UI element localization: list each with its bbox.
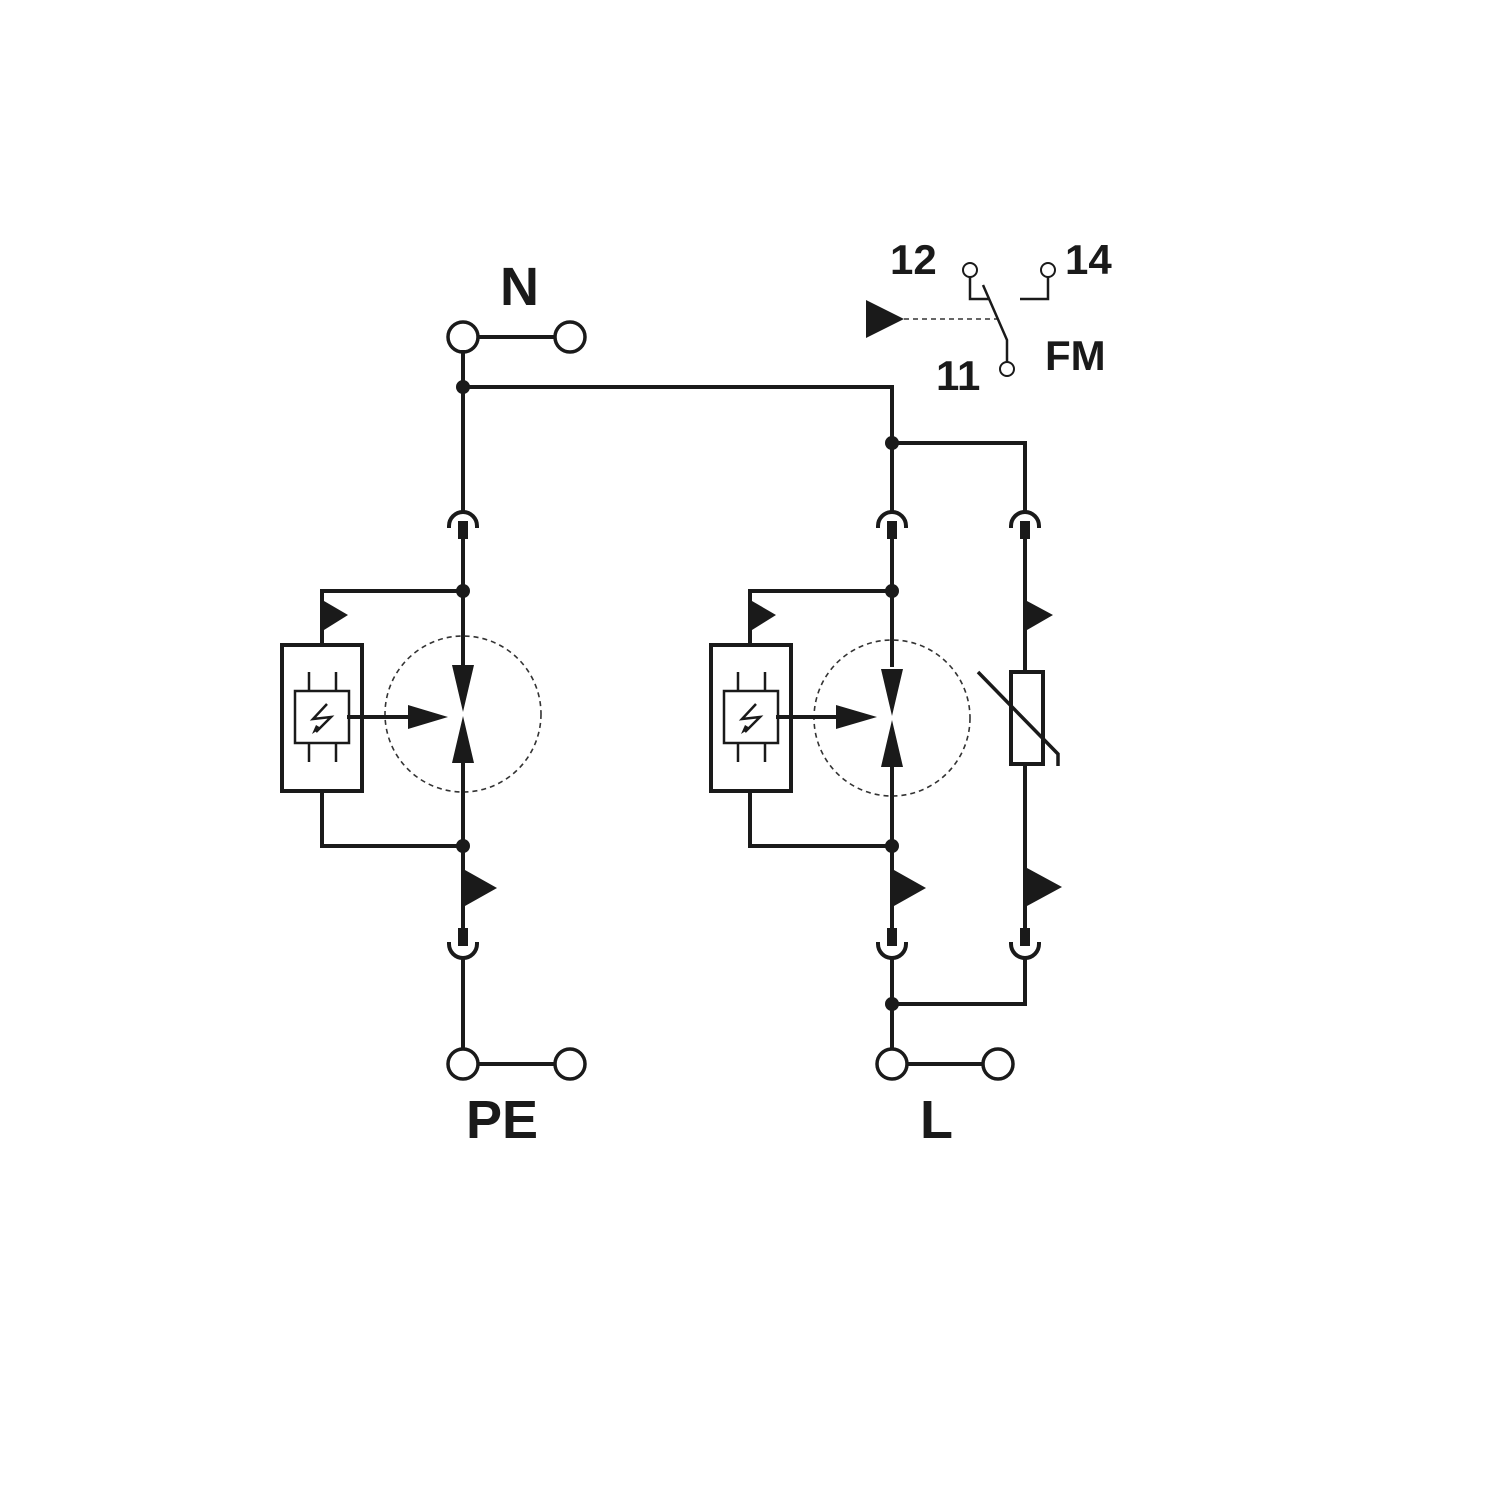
terminal-pe xyxy=(446,1047,587,1081)
spark-gap-left xyxy=(384,635,542,793)
trigger-loop-bottom-right xyxy=(748,789,894,848)
terminal-label-l: L xyxy=(920,1090,953,1150)
flag-varistor-bottom xyxy=(1027,868,1062,906)
flag-right-bottom xyxy=(894,870,926,906)
right-protection-module xyxy=(709,441,971,1051)
terminal-n-right xyxy=(553,320,587,354)
actuator-arrow xyxy=(866,300,904,338)
trigger-loop-top-left xyxy=(320,589,465,647)
contact-label-fm: FM xyxy=(1045,332,1106,379)
varistor-branch xyxy=(890,510,1062,1006)
spark-gap-arrow-up-left xyxy=(452,716,474,763)
plug-connector-right-top xyxy=(875,510,909,529)
plug-connector-left-bottom xyxy=(446,941,480,960)
terminal-pe-left xyxy=(446,1047,480,1081)
trigger-flag-top-left xyxy=(324,601,348,630)
terminal-label-n: N xyxy=(500,257,539,317)
flag-varistor-top xyxy=(1027,601,1053,630)
lightning-icon-left xyxy=(309,703,335,733)
spark-gap-arrow-up-right xyxy=(881,720,903,767)
terminal-l xyxy=(875,1047,1015,1081)
contact-lever xyxy=(981,284,1009,362)
varistor-slash xyxy=(976,670,1060,766)
spark-gap-arrow-down-left xyxy=(452,665,474,712)
left-protection-module xyxy=(280,385,542,1051)
contact-14-wire xyxy=(1020,276,1050,301)
lightning-icon-right xyxy=(738,703,764,733)
trigger-arrow-left-head xyxy=(408,705,448,729)
contact-12-wire xyxy=(968,276,990,301)
trigger-loop-bottom-left xyxy=(320,789,465,848)
varistor-return-wire xyxy=(890,956,1027,1006)
plug-connector-right-bottom xyxy=(875,941,909,960)
contact-label-12: 12 xyxy=(890,236,937,283)
terminal-l-right xyxy=(981,1047,1015,1081)
varistor-body xyxy=(1009,670,1045,766)
contact-14-terminal xyxy=(1040,262,1056,278)
remote-signal-contact xyxy=(866,262,1056,377)
terminal-pe-right xyxy=(553,1047,587,1081)
spark-gap-arrow-down-right xyxy=(881,669,903,716)
contact-12-terminal xyxy=(962,262,978,278)
terminal-l-left xyxy=(875,1047,909,1081)
trigger-arrow-right-head xyxy=(836,705,877,729)
terminal-n xyxy=(446,320,587,354)
terminal-label-pe: PE xyxy=(466,1090,538,1150)
plug-connector-varistor-top xyxy=(1008,510,1042,529)
contact-11-terminal xyxy=(999,361,1015,377)
plug-connector-varistor-bottom xyxy=(1008,941,1042,960)
flag-left-bottom xyxy=(465,870,497,906)
plug-connector-left-top xyxy=(446,510,480,529)
contact-label-14: 14 xyxy=(1065,236,1112,283)
terminal-n-left xyxy=(446,320,480,354)
trigger-loop-top-right xyxy=(748,589,894,647)
trigger-flag-top-right xyxy=(752,601,776,630)
contact-label-11: 11 xyxy=(936,352,980,399)
